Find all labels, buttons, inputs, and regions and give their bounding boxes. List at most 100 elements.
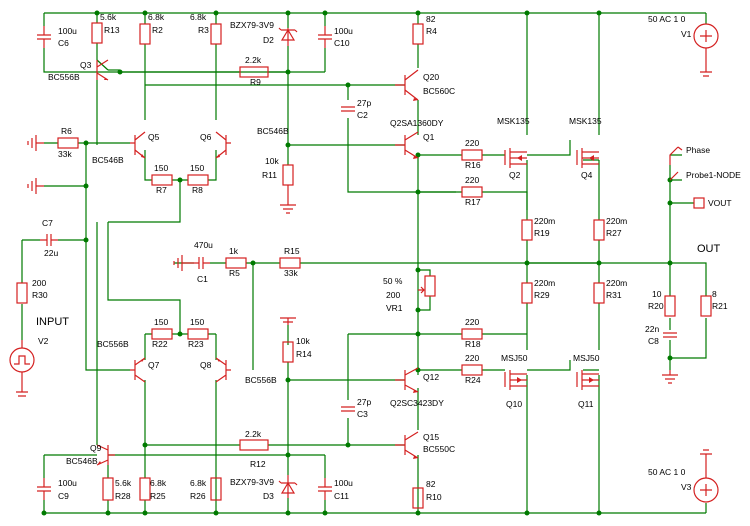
resistor-r26 [210,477,222,501]
label-r20-ref: R20 [648,301,664,311]
label-r25-val: 6.8k [150,478,167,488]
label-r27-ref: R27 [606,228,622,238]
transistor-q8 [215,357,231,383]
label-c8-ref: C8 [648,336,659,346]
resistor-r19 [521,219,533,241]
label-r31-ref: R31 [606,290,622,300]
resistor-r22 [151,328,173,340]
label-r15-val: 33k [284,268,298,278]
label-q20-val: BC560C [423,86,455,96]
label-q3-val: BC556B [48,72,80,82]
label-r21-ref: R21 [712,301,728,311]
label-c7-val: 22u [44,248,58,258]
capacitor-c8 [663,332,677,338]
label-r23-ref: R23 [188,339,204,349]
resistor-r5 [225,257,247,269]
resistor-r10 [412,487,424,509]
probe-phase [669,146,683,165]
resistor-r6 [57,137,79,149]
label-c7-ref: C7 [42,218,53,228]
label-q15-val: BC550C [423,444,455,454]
zener-d2 [278,27,298,46]
label-out: OUT [697,243,721,255]
label-r17-ref: R17 [465,197,481,207]
label-r29-ref: R29 [534,290,550,300]
transistor-q3 [96,59,109,81]
label-r29-val: 220m [534,278,555,288]
label-q20-ref: Q20 [423,72,439,82]
label-vout: VOUT [708,198,732,208]
label-r3-val: 6.8k [190,12,207,22]
label-c10-ref: C10 [334,38,350,48]
label-q9-ref: Q9 [90,443,102,453]
label-r6-ref: R6 [61,126,72,136]
label-r10-val: 82 [426,479,436,489]
label-r24-val: 220 [465,353,479,363]
voltage-source-v3 [693,449,719,503]
resistor-r20 [664,295,676,317]
probe-node [669,171,679,181]
label-c10-val: 100u [334,26,353,36]
label-r10-ref: R10 [426,492,442,502]
label-vr1-pct: 50 % [383,276,403,286]
label-r14-ref: R14 [296,349,312,359]
label-r7-val: 150 [154,163,168,173]
mosfet-q2 [504,148,527,168]
label-r7-ref: R7 [156,185,167,195]
label-msk-right: MSK135 [569,116,602,126]
resistor-r27 [593,219,605,241]
label-q6-ref: Q6 [200,132,212,142]
label-q12-ref: Q12 [423,372,439,382]
resistor-r28 [102,477,114,501]
components [9,22,719,509]
label-c1-val: 470u [194,240,213,250]
transistor-q7 [130,357,146,383]
label-r28-val: 5.6k [115,478,132,488]
label-c6-val: 100u [58,26,77,36]
capacitor-c10 [318,26,332,48]
resistor-r13 [91,22,103,44]
component-labels: 100u C6 5.6k R13 6.8k R2 6.8k R3 BZX79-3… [32,12,741,502]
resistor-r14 [282,341,294,363]
label-r21-val: 8 [712,289,717,299]
capacitor-c1 [194,257,210,269]
label-r27-val: 220m [606,216,627,226]
resistor-r23 [187,328,209,340]
label-c3-ref: C3 [357,409,368,419]
label-r15-ref: R15 [284,246,300,256]
label-r30-val: 200 [32,278,46,288]
label-r28-ref: R28 [115,491,131,501]
label-v3-ref: V3 [681,482,692,492]
label-c11-ref: C11 [334,491,349,501]
label-q11-ref: Q11 [578,399,594,409]
label-probe: Probe1-NODE [686,170,741,180]
label-v1-val: 50 AC 1 0 [648,14,686,24]
transistor-q12 [395,367,419,393]
label-r5-ref: R5 [229,268,240,278]
label-r13-ref: R13 [104,25,120,35]
vout-flag [693,197,705,209]
mosfet-q10 [504,370,527,390]
resistor-r12 [239,439,269,451]
label-q3-ref: Q3 [80,60,92,70]
label-msj-right: MSJ50 [573,353,600,363]
label-r22-val: 150 [154,317,168,327]
label-c2-ref: C2 [357,110,368,120]
resistor-r8 [187,174,209,186]
resistor-r4 [412,23,424,45]
label-q1-model: Q2SA1360DY [390,118,444,128]
label-r16-ref: R16 [465,160,481,170]
label-q1-ref: Q1 [423,132,435,142]
label-r16-val: 220 [465,138,479,148]
ground-r11 [280,185,296,214]
label-q5-ref: Q5 [148,132,160,142]
resistor-r31 [593,282,605,304]
label-r2-val: 6.8k [148,12,165,22]
label-r4-ref: R4 [426,26,437,36]
transistor-q15 [395,431,419,459]
label-r23-val: 150 [190,317,204,327]
label-q15-ref: Q15 [423,432,439,442]
label-c6-ref: C6 [58,38,69,48]
label-r31-val: 220m [606,278,627,288]
label-q2-ref: Q2 [509,170,521,180]
